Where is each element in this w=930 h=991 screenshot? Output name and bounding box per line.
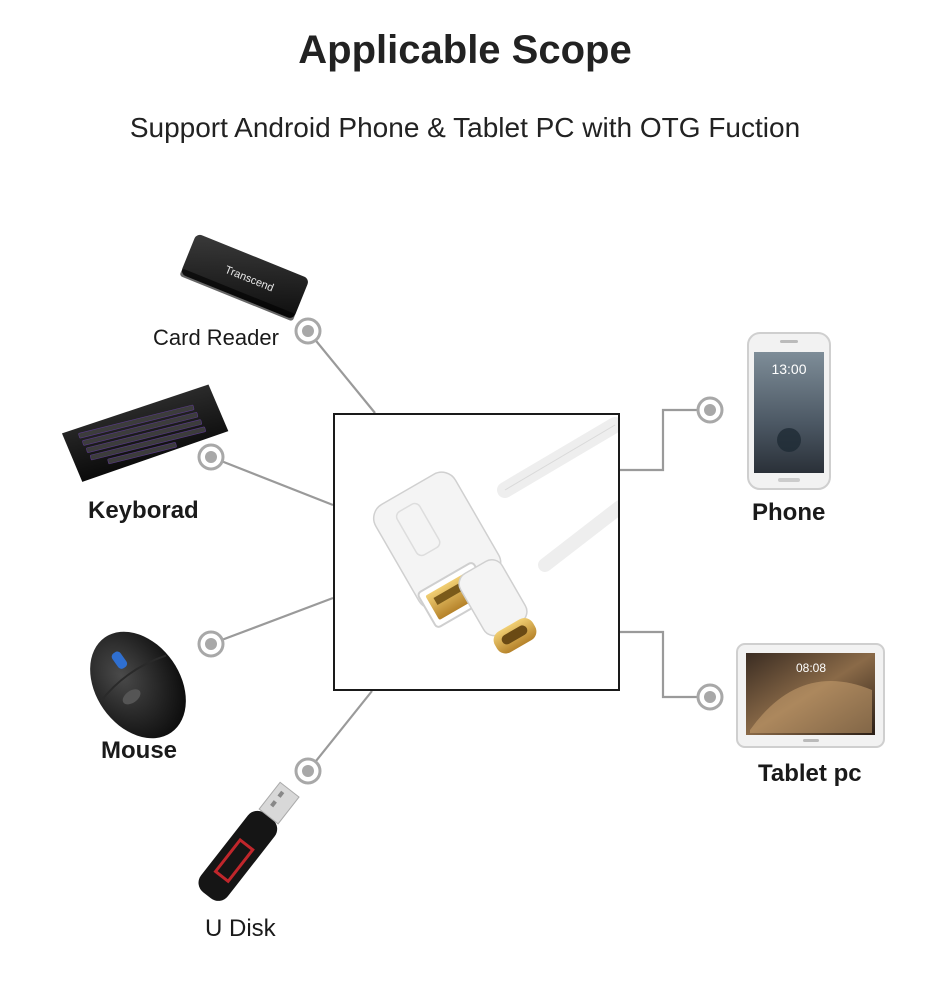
svg-text:08:08: 08:08 <box>796 661 826 675</box>
line-u-disk <box>307 690 373 772</box>
node-card-reader <box>294 317 322 345</box>
line-card-reader <box>307 330 376 414</box>
node-mouse <box>197 630 225 658</box>
connector-lines <box>210 330 710 772</box>
node-phone <box>696 396 724 424</box>
line-phone <box>620 408 710 472</box>
line-mouse <box>210 596 334 646</box>
tablet-icon: 08:08 <box>736 643 885 748</box>
card-reader-icon: Transcend <box>180 234 308 321</box>
label-mouse: Mouse <box>101 737 178 764</box>
smartphone-icon: 13:00 <box>747 332 831 490</box>
mouse-icon <box>90 631 186 739</box>
label-keyboard: Keyborad <box>88 497 199 524</box>
line-tablet <box>620 630 710 699</box>
svg-text:13:00: 13:00 <box>771 361 806 377</box>
label-tablet: Tablet pc <box>758 760 862 787</box>
page-title: Applicable Scope <box>298 28 632 72</box>
label-card-reader: Card Reader <box>153 325 279 350</box>
keyboard-icon <box>61 384 229 482</box>
node-keyboard <box>197 443 225 471</box>
page-subtitle: Support Android Phone & Tablet PC with O… <box>129 112 801 143</box>
label-phone: Phone <box>752 499 826 526</box>
label-u-disk: U Disk <box>205 915 276 942</box>
node-rings <box>197 317 724 785</box>
node-tablet <box>696 683 724 711</box>
node-u-disk <box>294 757 322 785</box>
otg-adapter-frame <box>333 413 627 691</box>
usb-flash-drive-icon <box>198 781 300 901</box>
line-keyboard <box>210 455 334 507</box>
usb-c-otg-adapter-icon <box>372 417 627 654</box>
